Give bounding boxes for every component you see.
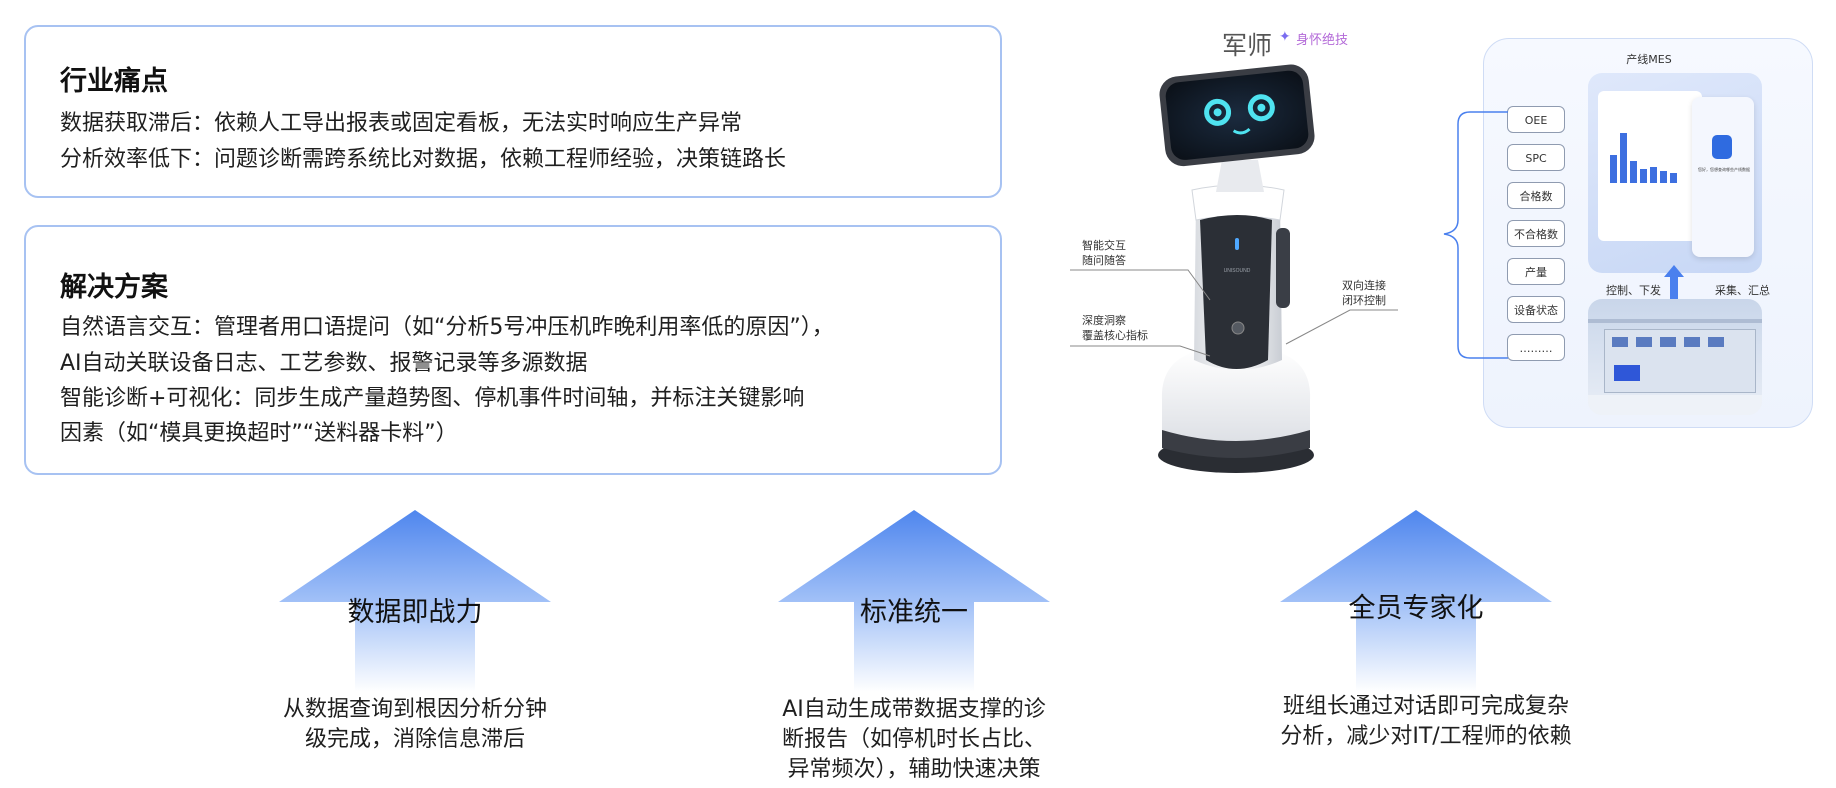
benefit-description: 从数据查询到根因分析分钟 级完成，消除信息滞后	[282, 697, 547, 752]
pain-point-line: 分析效率低下：问题诊断需跨系统比对数据，依赖工程师经验，决策链路长	[60, 147, 787, 172]
solution-line: 自然语言交互：管理者用口语提问（如“分析5号冲压机昨晚利用率低的原因”），	[60, 315, 834, 340]
mes-item-more: ………	[1507, 334, 1565, 361]
robot-tagline: 身怀绝技	[1296, 33, 1349, 48]
bracket-connector	[1443, 111, 1508, 359]
mes-item-equipment-status: 设备状态	[1507, 296, 1565, 323]
control-caption: 控制、下发	[1606, 284, 1661, 297]
sparkle-icon: ✦	[1279, 29, 1291, 45]
pain-points-card: 行业痛点 数据获取滞后：依赖人工导出报表或固定看板，无法实时响应生产异常 分析效…	[24, 25, 1002, 198]
benefit-label: 标准统一	[860, 597, 968, 628]
robot-illustration: UNISOUND	[1158, 64, 1315, 473]
benefit-description: 班组长通过对话即可完成复杂 分析，减少对IT/工程师的依赖	[1280, 694, 1572, 749]
bar-chart-icon	[1610, 133, 1677, 183]
mes-item-oee: OEE	[1507, 106, 1565, 133]
benefit-description: AI自动生成带数据支撑的诊 断报告（如停机时长占比、 异常频次），辅助快速决策	[781, 697, 1046, 782]
robot-body-logo: UNISOUND	[1224, 268, 1251, 274]
callout-leader-lines	[1070, 269, 1398, 357]
callout-connect: 双向连接 闭环控制	[1342, 279, 1386, 307]
solution-line: 智能诊断+可视化：同步生成产量趋势图、停机事件时间轴，并标注关键影响	[60, 386, 805, 411]
solution-line: AI自动关联设备日志、工艺参数、报警记录等多源数据	[60, 351, 588, 376]
arrow-up-icon	[778, 510, 1050, 692]
arrow-up-icon	[1280, 510, 1552, 692]
mes-item-qualified: 合格数	[1507, 182, 1565, 209]
mes-panel: 产线MES OEE SPC 合格数 不合格数 产量 设备状态 ……… 您好，您想…	[1483, 38, 1813, 428]
mes-item-unqualified: 不合格数	[1507, 220, 1565, 247]
double-arrow-icon	[1664, 265, 1684, 315]
solution-card: 解决方案 自然语言交互：管理者用口语提问（如“分析5号冲压机昨晚利用率低的原因”…	[24, 225, 1002, 475]
callout-interaction: 智能交互 随问随答	[1082, 239, 1126, 267]
mes-item-output: 产量	[1507, 258, 1565, 285]
solution-line: 因素（如“模具更换超时”“送料器卡料”）	[60, 421, 458, 446]
benefit-label: 数据即战力	[347, 597, 483, 628]
mes-item-spc: SPC	[1507, 144, 1565, 171]
mes-title: 产线MES	[1626, 53, 1672, 66]
collect-caption: 采集、汇总	[1715, 284, 1770, 297]
pain-point-line: 数据获取滞后：依赖人工导出报表或固定看板，无法实时响应生产异常	[60, 111, 743, 136]
assistant-greeting: 您好，您想查询哪些产线数据	[1698, 167, 1750, 172]
solution-title: 解决方案	[60, 272, 168, 303]
production-line-image	[1588, 299, 1762, 415]
arrow-up-icon	[279, 510, 551, 692]
robot-name: 军师	[1222, 31, 1273, 60]
pain-points-title: 行业痛点	[60, 66, 168, 97]
assistant-avatar-icon	[1712, 135, 1732, 159]
benefit-label: 全员专家化	[1348, 593, 1484, 624]
dashboard-thumbnail: 您好，您想查询哪些产线数据	[1588, 73, 1762, 273]
callout-insight: 深度洞察 覆盖核心指标	[1082, 314, 1148, 342]
